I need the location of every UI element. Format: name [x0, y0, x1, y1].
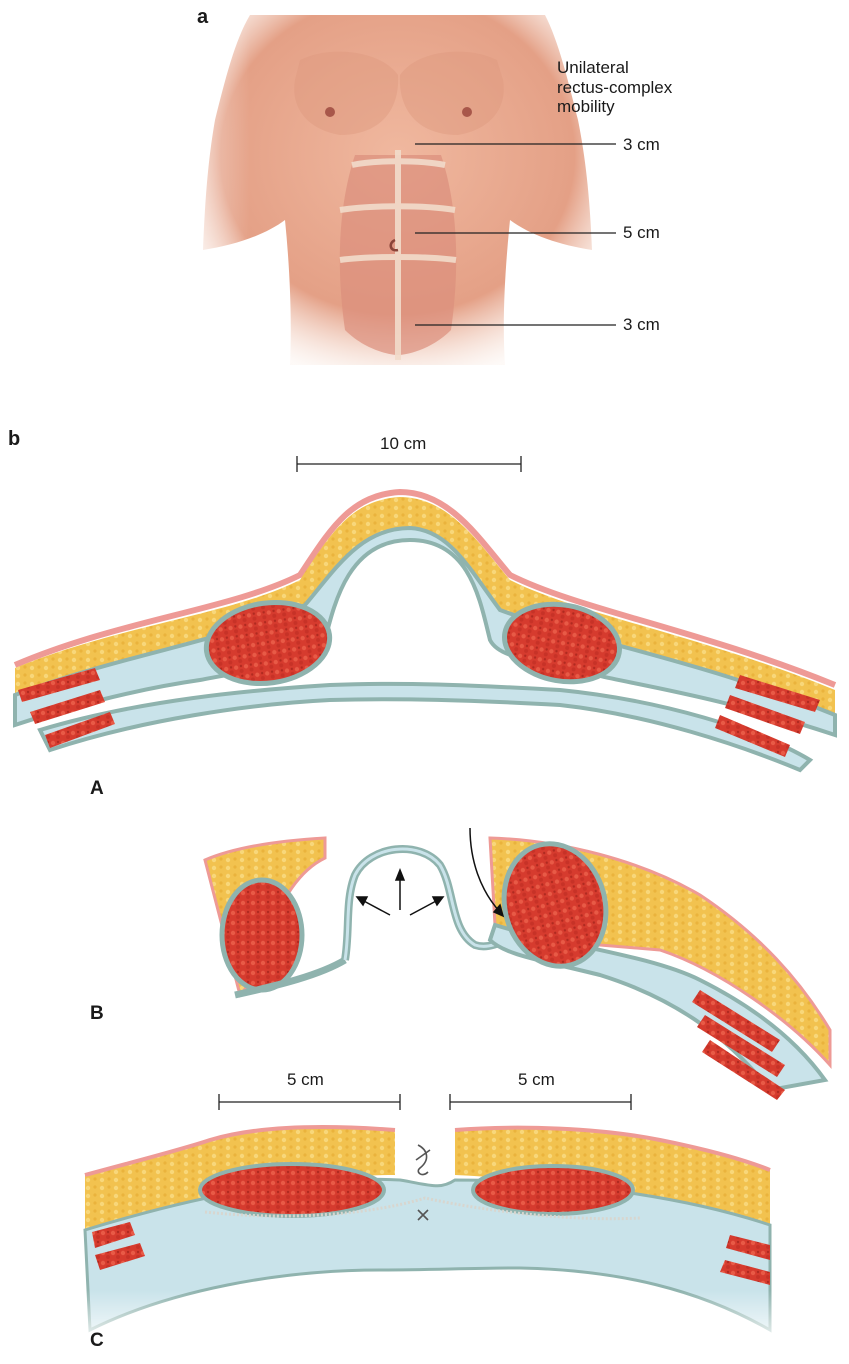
subpanel-A-letter: A [90, 778, 104, 800]
mobility-heading-line-2: rectus-complex [557, 78, 672, 98]
mobility-heading: Unilateral rectus-complex mobility [557, 58, 672, 117]
right-width-label: 5 cm [518, 1070, 555, 1090]
subpanel-C-letter: C [90, 1330, 104, 1352]
left-width-label: 5 cm [287, 1070, 324, 1090]
cross-section-A [15, 456, 835, 770]
torso-illustration [190, 0, 592, 370]
panel-b-letter: b [8, 428, 20, 451]
measure-middle: 5 cm [623, 223, 660, 243]
scale-bar-right-5cm [450, 1094, 631, 1110]
scale-bar-left-5cm [219, 1094, 400, 1110]
measure-upper: 3 cm [623, 135, 660, 155]
mobility-heading-line-1: Unilateral [557, 58, 672, 78]
mobility-heading-line-3: mobility [557, 97, 672, 117]
width-label-10cm: 10 cm [380, 434, 426, 454]
subpanel-B-letter: B [90, 1003, 104, 1025]
scale-bar-10cm [297, 456, 521, 472]
cross-section-C [80, 1094, 780, 1350]
measure-lower: 3 cm [623, 315, 660, 335]
cross-section-B [205, 828, 830, 1100]
panel-a-letter: a [197, 6, 208, 29]
